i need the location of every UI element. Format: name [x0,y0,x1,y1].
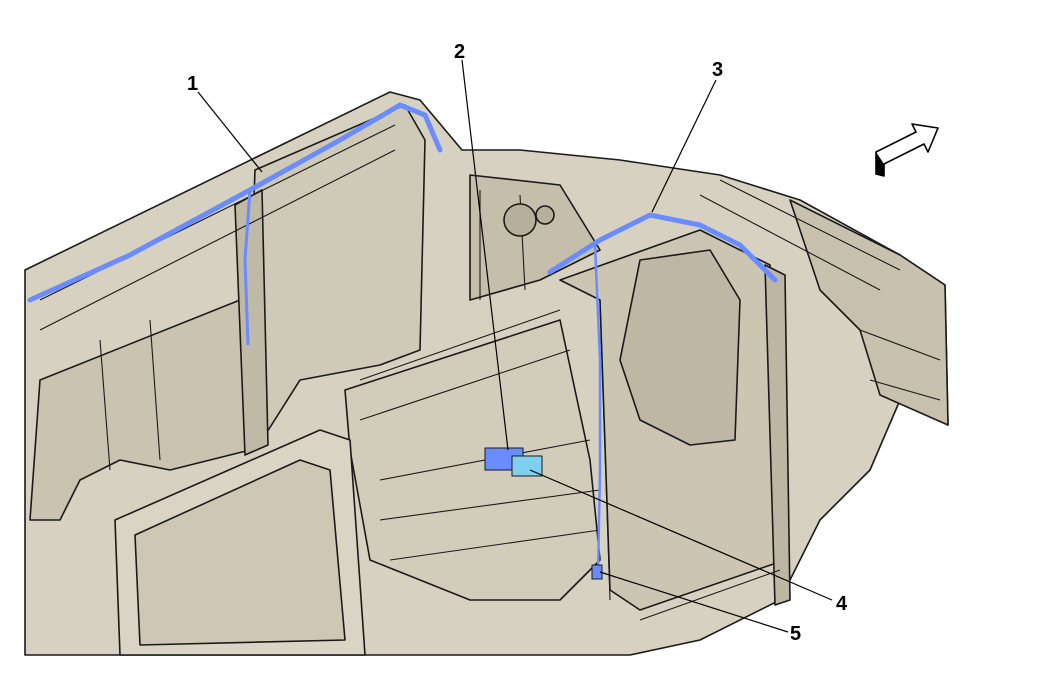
right-pillar-harness [593,244,602,576]
rear-door-window [134,459,346,646]
airbag-components [27,102,778,580]
airbag-control-module-bracket [511,455,543,477]
leader-line-5 [599,571,789,633]
callout-labels: 1 2 3 4 5 [187,41,848,645]
a-pillar [764,264,791,606]
callout-1: 1 [187,73,198,95]
front-wheelhouse [619,249,741,446]
leader-line-3 [651,79,717,213]
leader-line-2 [461,59,509,451]
vehicle-body-shell [24,91,949,656]
callout-2: 2 [454,41,465,63]
cab-wall-opening-small [535,205,555,225]
floor-pan [344,319,601,601]
cowl-front-structure [789,199,949,426]
callout-4: 4 [836,593,848,615]
forward-direction-arrow-icon [875,123,939,177]
left-b-pillar-harness [243,189,252,346]
cab-back-wall [469,174,601,301]
leader-line-4 [529,469,833,601]
side-impact-sensor [591,564,603,580]
left-roof-rail-airbag [27,102,443,303]
leader-lines [197,59,833,633]
cab-wall-opening [503,203,537,237]
right-roof-rail-airbag [547,212,778,283]
leader-line-1 [197,91,263,173]
callout-5: 5 [790,623,801,645]
callout-3: 3 [712,59,723,81]
